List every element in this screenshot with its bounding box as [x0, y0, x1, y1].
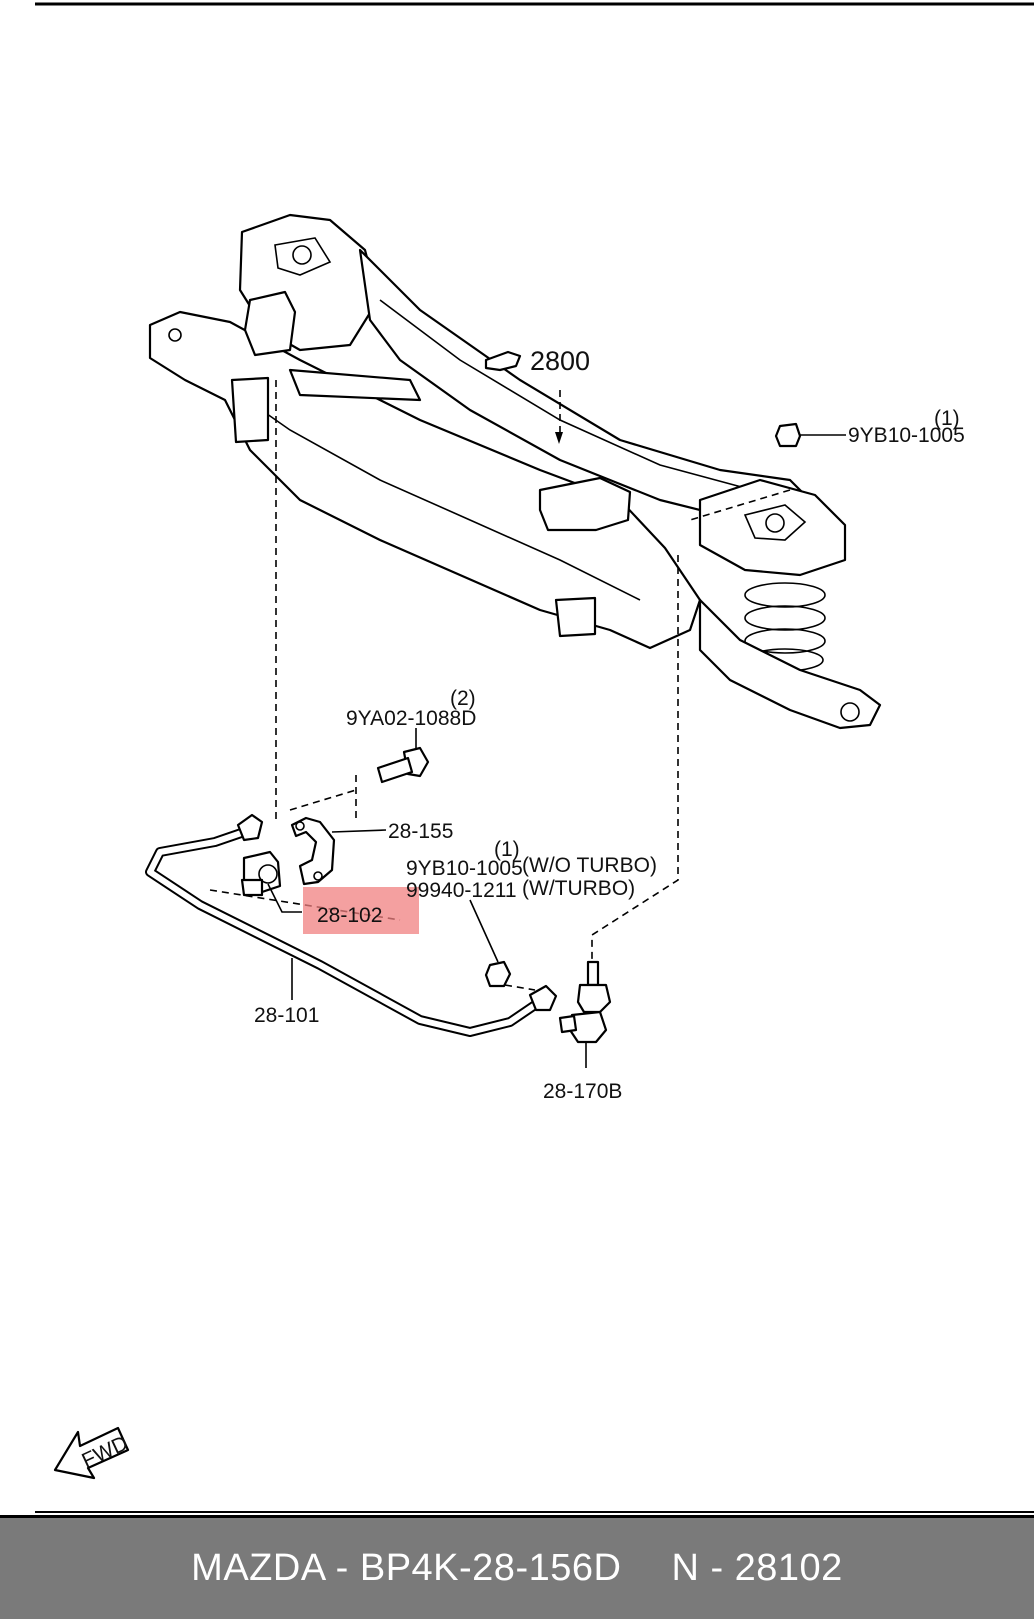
label-nut-top-part: 9YB10-1005 [848, 424, 965, 447]
label-bolt-part: 9YA02-1088D [346, 707, 476, 730]
bushing-28-102 [240, 850, 302, 913]
bolt-9ya02-1088d [376, 728, 430, 784]
stabilizer-bar-28-101 [145, 813, 558, 1037]
footer-bar: MAZDA - BP4K-28-156D N - 28102 [0, 1515, 1034, 1619]
label-nut-link-part-a: 9YB10-1005 [406, 857, 523, 880]
label-nut-link-note-a: (W/O TURBO) [522, 854, 657, 877]
label-bolt-qty: (2) [450, 687, 476, 710]
label-link-part: 28-170B [543, 1080, 622, 1103]
highlight-box [303, 887, 419, 934]
bracket-28-155 [290, 816, 387, 886]
reference-hand-icon [484, 350, 522, 372]
label-nut-link-note-b: (W/TURBO) [522, 877, 635, 900]
label-nut-link-qty: (1) [494, 838, 520, 861]
label-nut-link-part-b: 99940-1211 [406, 879, 517, 902]
fwd-arrow-icon: FWD [53, 1426, 131, 1480]
rear-crossmember [148, 213, 882, 730]
label-bar-part: 28-101 [254, 1004, 319, 1027]
footer-brand-part: MAZDA - BP4K-28-156D [191, 1547, 622, 1589]
label-nut-top-qty: (1) [934, 407, 960, 430]
label-bracket-part: 28-155 [388, 820, 453, 843]
nut-link [469, 899, 512, 988]
stabilizer-link-28-170b [558, 960, 612, 1068]
footer-ref-number: N - 28102 [671, 1547, 843, 1589]
parts-diagram: 2800 (1) 9YB10-1005 (2) 9YA02-1088D 28-1… [35, 2, 1034, 1513]
label-main-ref: 2800 [530, 346, 590, 376]
nut-9yb10-1005-top [774, 422, 846, 448]
label-bushing-part: 28-102 [317, 904, 382, 927]
